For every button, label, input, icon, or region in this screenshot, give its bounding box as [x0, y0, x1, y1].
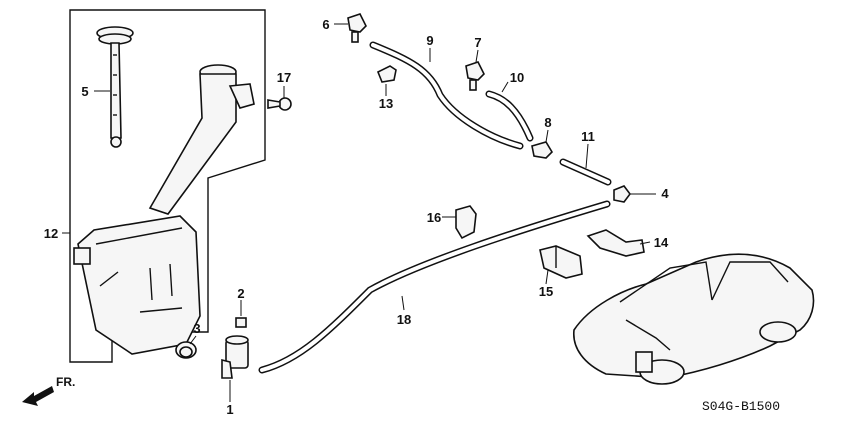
- front-label: FR.: [56, 375, 75, 389]
- callout-9: 9: [426, 33, 433, 48]
- leader-18: [401, 295, 405, 311]
- hose-clip-13: [376, 65, 397, 83]
- hose-11: [559, 158, 612, 186]
- washer-tank: [73, 64, 255, 355]
- callout-3: 3: [193, 321, 200, 336]
- washer-nozzle-6: [347, 13, 367, 43]
- callout-7: 7: [474, 35, 481, 50]
- callout-2: 2: [237, 286, 244, 301]
- callout-12: 12: [44, 226, 58, 241]
- callout-10: 10: [510, 70, 524, 85]
- front-arrow: FR.: [22, 375, 75, 406]
- hose-9: [369, 41, 524, 150]
- leader-8: [545, 129, 549, 143]
- clamp-15: [539, 245, 583, 279]
- assembly-outline-12: [69, 9, 266, 363]
- washer-nozzle-7: [465, 61, 485, 91]
- callout-4: 4: [661, 186, 669, 201]
- callout-17: 17: [277, 70, 291, 85]
- leader-10: [501, 81, 509, 93]
- hose-clip-16: [455, 205, 477, 240]
- callout-15: 15: [539, 284, 553, 299]
- callout-6: 6: [322, 17, 329, 32]
- leader-7: [475, 49, 479, 63]
- washer-cap-gauge: [96, 26, 134, 148]
- callout-1: 1: [226, 402, 233, 417]
- hose-clip-14: [586, 229, 645, 257]
- callout-11: 11: [581, 129, 595, 144]
- joint: [613, 185, 631, 203]
- hose-18: [258, 200, 611, 374]
- washer-motor: [221, 335, 249, 379]
- callout-14: 14: [654, 235, 669, 250]
- callout-5: 5: [81, 84, 88, 99]
- hose-10: [485, 90, 534, 142]
- check-valve: [531, 141, 554, 159]
- bolt: [267, 97, 292, 111]
- seal: [235, 317, 247, 328]
- grommet: [175, 341, 197, 359]
- callout-16: 16: [427, 210, 441, 225]
- callout-18: 18: [397, 312, 411, 327]
- leader-11: [585, 143, 589, 169]
- leader-15: [545, 269, 549, 285]
- leader-14: [639, 241, 651, 245]
- drawing-code: S04G-B1500: [702, 399, 780, 414]
- car-locator: [573, 253, 815, 385]
- callout-13: 13: [379, 96, 393, 111]
- callout-8: 8: [544, 115, 551, 130]
- leader-3: [189, 335, 197, 345]
